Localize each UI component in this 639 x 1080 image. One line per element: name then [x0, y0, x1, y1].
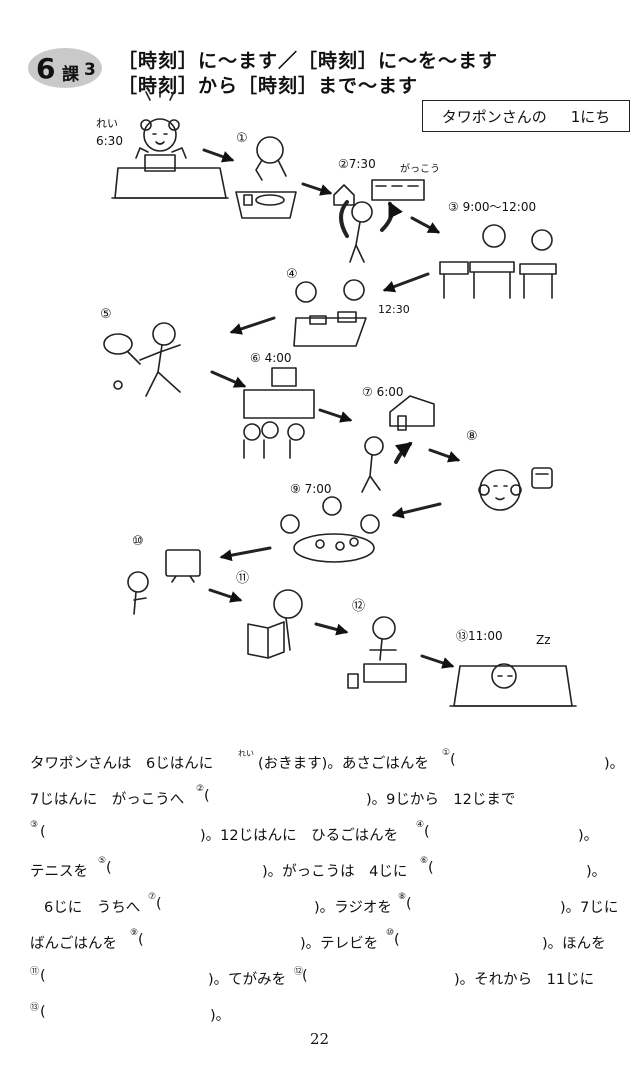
lesson-number: 6 — [36, 52, 56, 85]
scene-11-reading — [247, 589, 303, 659]
label-zzz: Zz — [536, 633, 551, 647]
arrow-icon — [208, 588, 243, 603]
blank-4[interactable]: ( — [424, 824, 430, 840]
blank-2[interactable]: ( — [204, 788, 210, 804]
arrow-icon — [318, 408, 353, 423]
blank-1[interactable]: ( — [450, 752, 456, 768]
arrow-icon — [410, 216, 441, 234]
day-box-name: タワポンさんの — [441, 107, 547, 126]
exercise-paragraph: タワポンさんは 6じはんに れい (おきます)。あさごはんを ① ( )。 7じ… — [30, 744, 630, 1032]
scene-7-go-home — [361, 395, 435, 493]
blank-5[interactable]: ( — [106, 860, 112, 876]
exercise-line: ばんごはんを ⑨ ( )。テレビを ⑩ ( )。ほんを — [30, 928, 606, 952]
exercise-line: ③ ( )。12じはんに ひるごはんを ④ ( )。 — [30, 820, 599, 844]
blank-9[interactable]: ( — [138, 932, 144, 948]
label-11: ⑪ — [236, 571, 249, 586]
blank-3[interactable]: ( — [40, 824, 46, 840]
label-1: ① — [236, 131, 248, 146]
page-number: 22 — [309, 1030, 330, 1048]
exercise-line: 7じはんに がっこうへ ② ( )。9じから 12じまで — [30, 784, 516, 808]
label-rei: れい — [96, 117, 118, 130]
scene-4-lunch — [293, 279, 367, 347]
blank-11[interactable]: ( — [40, 968, 46, 984]
exercise-line: ⑬ ( )。 — [30, 1003, 231, 1024]
exercise-line: テニスを ⑤ ( )。がっこうは 4じに ⑥ ( )。 — [30, 856, 607, 880]
day-box-day: 1にち — [570, 107, 611, 126]
scene-13-sleep — [449, 663, 577, 707]
scene-3-classroom — [439, 224, 557, 299]
exercise-line: 6じに うちへ ⑦ ( )。ラジオを ⑧ ( )。7じに — [44, 892, 619, 916]
arrow-icon — [428, 448, 461, 463]
page-title-line1: ［時刻］に〜ます／［時刻］に〜を〜ます — [118, 50, 499, 72]
page-title-line2: ［時刻］から［時刻］まで〜ます — [118, 75, 419, 97]
label-gakkou: がっこう — [400, 162, 440, 175]
label-5: ⑤ — [100, 307, 112, 322]
arrow-icon — [391, 502, 442, 519]
scene-10-tv — [127, 549, 201, 615]
scene-6-school-ends — [243, 367, 315, 459]
blank-10[interactable]: ( — [394, 932, 400, 948]
lesson-badge: 6 課 3 — [28, 48, 102, 88]
arrow-icon — [301, 182, 333, 196]
scene-rei-wake-up — [111, 87, 229, 199]
scene-1-breakfast — [235, 136, 297, 219]
label-10: ⑩ — [132, 534, 144, 549]
arrow-icon — [314, 622, 349, 636]
arrow-icon — [210, 370, 247, 388]
label-2-time: ②7:30 — [338, 157, 376, 171]
arrow-icon — [229, 316, 276, 335]
scene-8-radio — [478, 467, 553, 511]
arrow-icon — [219, 546, 272, 562]
scene-12-letter — [347, 616, 407, 689]
label-rei-time: 6:30 — [96, 134, 123, 148]
label-6-time: ⑥ 4:00 — [250, 351, 292, 365]
blank-6[interactable]: ( — [428, 860, 434, 876]
blank-8[interactable]: ( — [406, 896, 412, 912]
day-box: タワポンさんの 1にち — [422, 100, 630, 132]
daily-routine-illustration: れい 6:30 ① ②7:30 がっこう ③ 9:00〜12:00 ④ 12: — [96, 87, 577, 707]
label-9-time: ⑨ 7:00 — [290, 482, 332, 496]
label-13-time: ⑬11:00 — [456, 629, 503, 643]
exercise-line: ⑪ ( )。てがみを ⑫ ( )。それから 11じに — [30, 967, 595, 988]
label-8: ⑧ — [466, 429, 478, 444]
lesson-sub-number: 3 — [84, 60, 96, 80]
arrow-icon — [420, 654, 455, 669]
label-4: ④ — [286, 267, 298, 282]
arrow-icon — [382, 272, 430, 293]
label-3-time: ③ 9:00〜12:00 — [448, 200, 536, 214]
scene-9-dinner — [280, 496, 380, 563]
blank-7[interactable]: ( — [156, 896, 162, 912]
exercise-line: タワポンさんは 6じはんに れい (おきます)。あさごはんを ① ( )。 — [30, 748, 625, 772]
scene-5-tennis — [103, 322, 181, 397]
label-12: ⑫ — [352, 599, 365, 614]
label-7-time: ⑦ 6:00 — [362, 385, 404, 399]
blank-12[interactable]: ( — [302, 968, 308, 984]
label-4-time: 12:30 — [378, 303, 410, 316]
lesson-kanji: 課 — [62, 65, 79, 85]
arrow-icon — [202, 148, 235, 163]
scene-2-go-to-school — [333, 179, 425, 263]
blank-13[interactable]: ( — [40, 1004, 46, 1020]
